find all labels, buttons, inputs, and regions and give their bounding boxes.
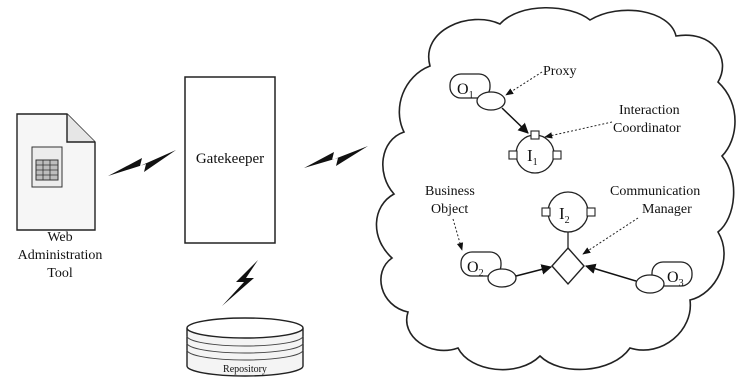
- object-o1-box: [449, 73, 491, 99]
- object-o1-label: O1: [457, 81, 474, 101]
- object-o3-label: O3: [667, 269, 684, 289]
- communication-manager-label-line2: Manager: [642, 202, 692, 217]
- proxy-ellipse: [487, 268, 517, 288]
- port-square: [541, 207, 551, 217]
- repository-label: Repository: [223, 364, 267, 375]
- interaction-i1-label: I1: [527, 146, 538, 168]
- proxy-pointer: [505, 71, 543, 96]
- object-o2-label: O2: [467, 259, 484, 279]
- port-square: [552, 150, 562, 160]
- interaction-coordinator-label-line2: Coordinator: [613, 121, 681, 136]
- web-tool-label-line1: Web: [47, 230, 72, 245]
- interaction-i2-label: I2: [559, 204, 570, 226]
- o2-to-manager-arrow: [515, 264, 553, 277]
- port-square: [530, 130, 540, 140]
- interaction-coordinator-label-line1: Interaction: [619, 103, 680, 118]
- port-square: [586, 207, 596, 217]
- web-tool-document-icon: [16, 113, 96, 231]
- lightning-bolt-icon: [304, 146, 368, 168]
- communication-manager-label-line1: Communication: [610, 184, 700, 199]
- communication-manager-pointer: [582, 217, 639, 255]
- interaction-coordinator-pointer: [544, 121, 613, 139]
- proxy-ellipse: [476, 91, 506, 111]
- proxy-ellipse: [635, 274, 665, 294]
- business-object-label-line1: Business: [425, 184, 475, 199]
- interaction-i2-circle: [547, 191, 589, 233]
- proxy-to-i1-arrow: [501, 107, 529, 134]
- lightning-bolt-icon: [108, 150, 176, 176]
- proxy-label: Proxy: [543, 64, 576, 79]
- port-square: [508, 150, 518, 160]
- gatekeeper-box: [184, 76, 276, 244]
- object-o2-box: [460, 251, 502, 277]
- lightning-bolt-icon: [222, 260, 258, 306]
- communication-manager-diamond: [551, 246, 585, 286]
- o3-to-manager-arrow: [584, 263, 637, 282]
- web-tool-label-line3: Tool: [47, 266, 73, 281]
- web-tool-label-line2: Administration: [18, 248, 103, 263]
- repository-cylinder: [186, 317, 304, 377]
- business-object-pointer: [452, 218, 464, 251]
- business-object-label-line2: Object: [431, 202, 468, 217]
- gatekeeper-label: Gatekeeper: [196, 151, 264, 167]
